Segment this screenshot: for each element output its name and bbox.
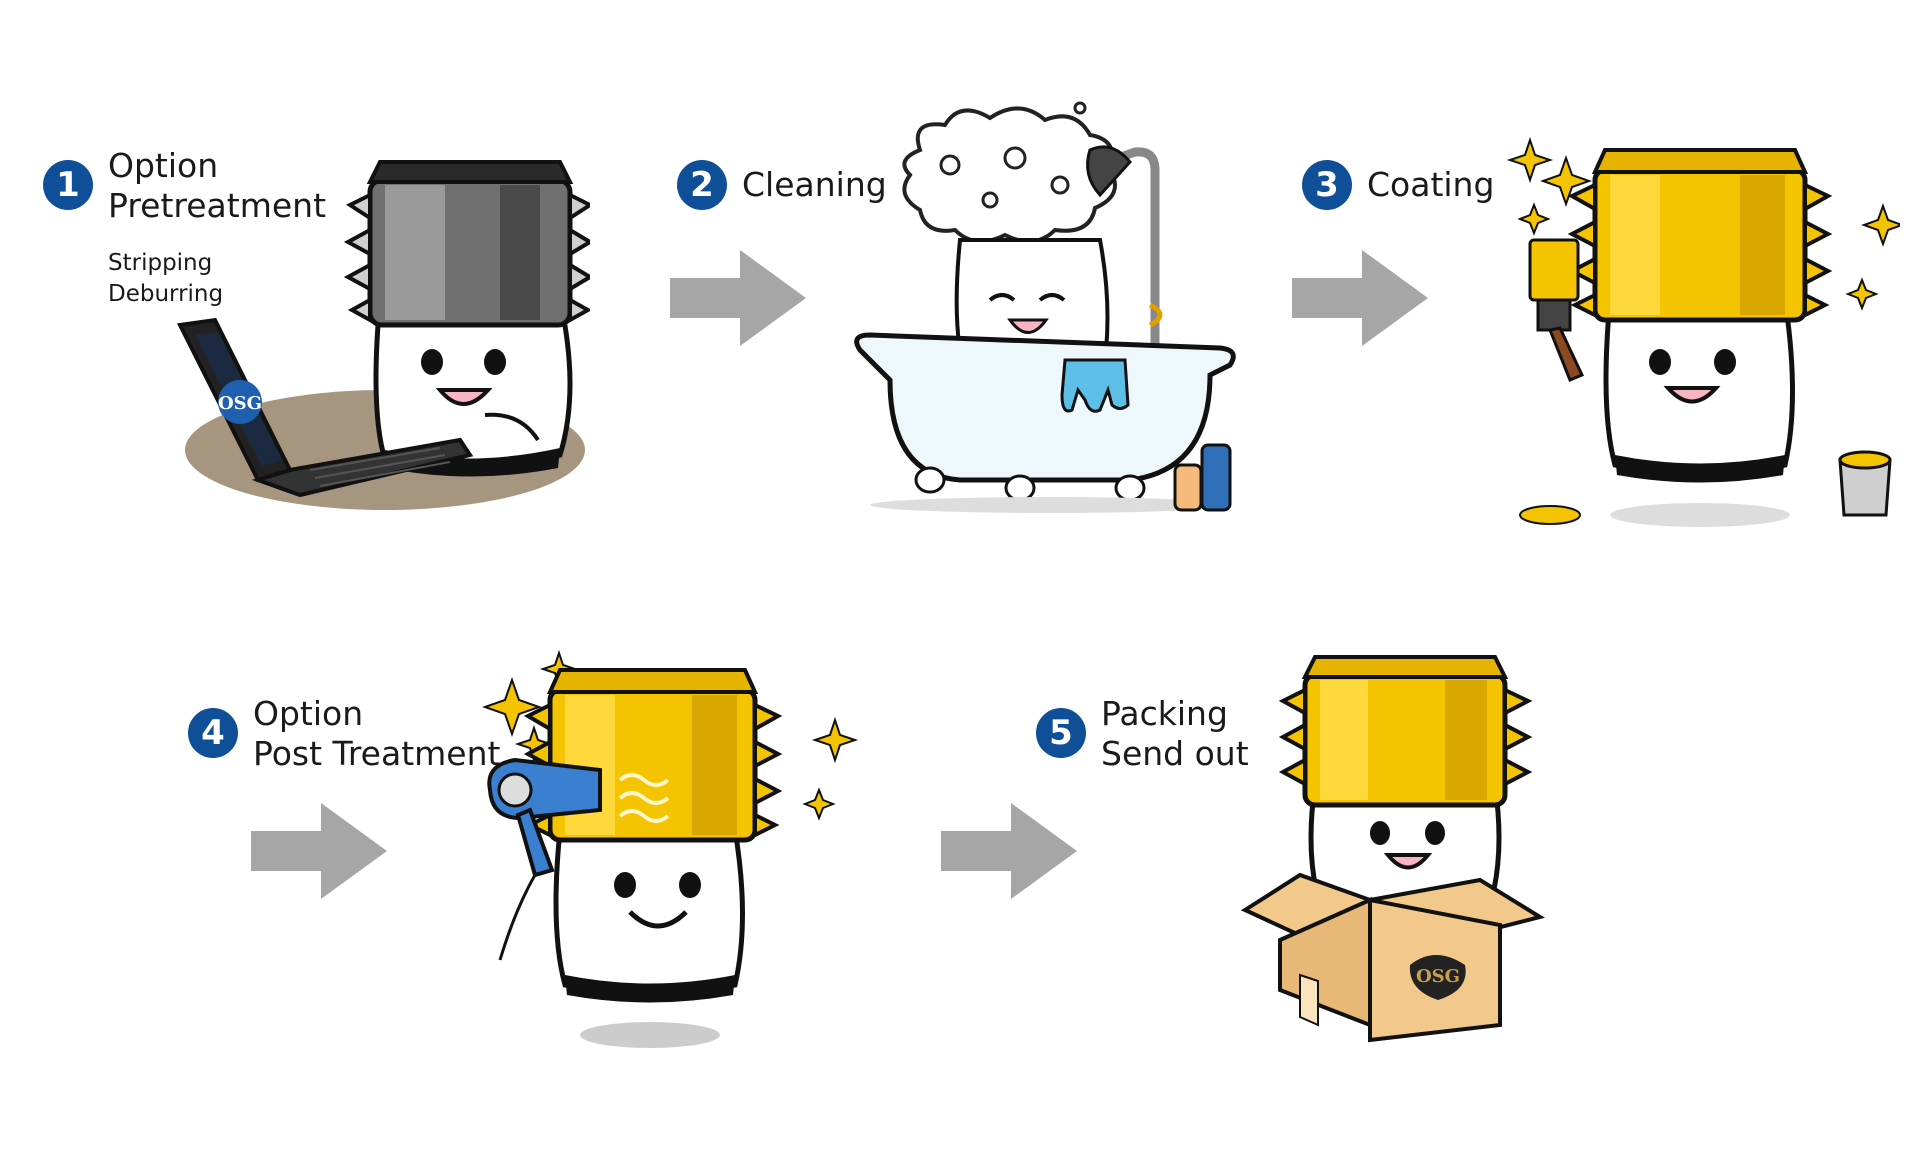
step-1-sub-stripping: Stripping (108, 250, 213, 276)
step-4-badge: 4 (188, 708, 238, 758)
step-3-title-line-1: Coating (1367, 165, 1495, 204)
osg-logo-screen: OSG (218, 380, 262, 424)
hair-dryer-icon (487, 757, 602, 961)
step-4-title-line-1: Option (253, 694, 364, 733)
gold-coated-head (1567, 148, 1833, 323)
step-4-title-line-2: Post Treatment (253, 734, 501, 773)
shampoo-bottle-orange (1173, 463, 1203, 512)
laptop-icon: OSG (176, 317, 474, 498)
paint-spill (1519, 505, 1581, 525)
step-1-sublabel: Stripping Deburring (108, 248, 223, 310)
illustration-cleaning (854, 101, 1236, 513)
bathtub-icon (854, 332, 1236, 513)
step-5-title-line-2: Send out (1101, 734, 1249, 773)
illustration-packing: OSG (1240, 655, 1546, 1043)
shower-icon (1086, 145, 1163, 470)
paint-bucket-icon (1838, 450, 1892, 517)
step-3-title: Coating (1367, 165, 1494, 205)
step-2-title: Cleaning (742, 165, 887, 205)
paintbrush-icon (1528, 238, 1585, 382)
arrow-to-5 (941, 803, 1077, 899)
step-1-sub-deburring: Deburring (108, 281, 224, 307)
shampoo-bottle-blue (1200, 443, 1232, 512)
svg-text:OSG: OSG (218, 393, 262, 414)
step-4-title: Option Post Treatment (253, 694, 500, 774)
cardboard-box-icon: OSG (1240, 872, 1546, 1043)
gold-coated-head (1278, 655, 1533, 808)
svg-text:OSG: OSG (1416, 966, 1460, 987)
arrow-2-to-3 (1292, 250, 1428, 346)
arrow-4-to-next (251, 803, 387, 899)
sparkle-icon (1506, 136, 1900, 311)
step-1-badge: 1 (43, 160, 93, 210)
step-2-title-line-1: Cleaning (742, 165, 887, 204)
foam-bubbles (902, 106, 1117, 244)
step-1-title: Option Pretreatment (108, 146, 326, 226)
step-1-title-line-2: Pretreatment (108, 186, 327, 225)
arrow-1-to-2 (670, 250, 806, 346)
illustration-pretreatment: OSG (176, 160, 590, 510)
step-5-title-line-1: Packing (1101, 694, 1228, 733)
illustration-coating (1506, 136, 1900, 527)
tool-character-steel (343, 160, 590, 477)
step-2-badge: 2 (677, 160, 727, 210)
illustration-post-treatment (481, 649, 859, 1048)
osg-logo-box: OSG (1409, 955, 1466, 1000)
step-5-title: Packing Send out (1101, 694, 1249, 774)
step-1-title-line-1: Option (108, 146, 219, 185)
step-5-badge: 5 (1036, 708, 1086, 758)
step-3-badge: 3 (1302, 160, 1352, 210)
